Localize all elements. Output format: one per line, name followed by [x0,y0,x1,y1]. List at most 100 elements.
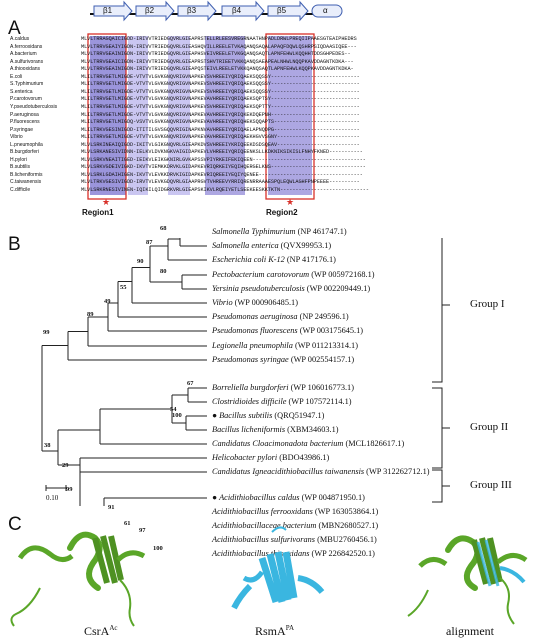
tree-taxon: Salmonella Typhimurium (NP 461747.1) [212,227,347,237]
species-name: S.enterica [10,88,33,95]
tree-taxon: Salmonella enterica (QVX99953.1) [212,241,331,251]
taxon-accession: (BDO43986.1) [277,453,330,462]
sequence-row: MLVLSRKLGDAIHIGEN-IKVTVLEVKKDRVKIGIDAPKE… [81,171,363,178]
taxon-species: Pectobacterium carotovorum [212,270,310,279]
region1-star: ★ [102,198,110,208]
group1-bracket [432,238,443,383]
species-name: B.burgdorferi [10,149,39,156]
bootstrap-value: 55 [120,284,127,291]
panel-b-letter: B [8,234,21,255]
taxon-accession: (QVX99953.1) [278,241,332,250]
tree-taxon: Helicobacter pylori (BDO43986.1) [212,453,329,463]
taxon-species: Acidithiobacillus ferrooxidans [212,507,313,516]
taxon-accession: (WP 107572114.1) [286,397,352,406]
region2-box [265,33,315,200]
taxon-accession: (MBN2680527.1) [316,521,379,530]
beta1-label: β1 [103,6,113,15]
panel-a: A ★ ★ β1 β2 β3 β4 β5 α A.ca [0,0,550,232]
alpha-label: α [323,6,328,15]
region2-star: ★ [286,198,294,208]
taxon-accession: (MBU2760456.1) [315,535,377,544]
species-name: A.ferrooxidans [10,43,43,50]
bootstrap-value: 100 [153,545,163,552]
bootstrap-value: 67 [187,380,194,387]
sequence-row: MLVLTRRAGQAICIGDD-IRIVVTRIEDGQVRLGIEAPRS… [81,36,357,42]
tree-taxon: Yersinia pseudotuberculosis (WP 00220944… [212,284,370,294]
tree-taxon: ● Bacillus subtilis (QRQ51947.1) [212,411,324,421]
sequence-row: MLILTRRVGETLMIGDE-VTVTVLGVKGNQVRIGVNAPKE… [81,88,360,95]
group2-bracket [432,387,443,469]
conserved-block-3 [168,36,190,195]
species-name: P.aeruginosa [10,111,39,118]
taxon-accession: (WP 163053864.1) [312,507,379,516]
species-name: C.taiwanensis [10,179,42,186]
species-name: A.bacterium [10,51,37,58]
alignment-figure: ★ ★ [87,13,316,208]
taxon-accession: (MCL1826617.1) [343,439,405,448]
bootstrap-value: 100 [172,412,182,419]
taxon-species: Pseudomonas syringae [212,355,289,364]
group2-label: Group II [470,421,509,433]
taxon-accession: (QRQ51947.1) [272,411,325,420]
taxon-species: Bacillus licheniformis [212,425,286,434]
rsma-structure [231,526,325,610]
tree-taxon: Legionella pneumophila (WP 011213314.1) [212,341,358,351]
conserved-block-2 [128,36,148,195]
bootstrap-value: 89 [87,311,94,318]
species-name: Y.pseudotuberculosis [10,103,58,110]
taxon-species: Salmonella enterica [212,241,279,250]
sequence-row: MLILTRRVGETLMIGDE-VTVTVLGVKGNQVRIGVNAPKE… [81,134,360,141]
sequence-row: MLVLTRRVGEAICIGDN-IRIVVTRIEDGQVRLGIEAPRS… [81,58,354,65]
taxon-accession: (XBM34603.1) [285,425,339,434]
taxon-species: Clostridioides difficile [212,397,287,406]
tree-taxon: Pectobacterium carotovorum (WP 005972168… [212,270,375,280]
bootstrap-value: 87 [146,239,153,246]
scale-label: 0.10 [46,494,59,502]
sequence-row: MLVLSRKANESIVIDNN-IELKVLDVKNGKVAIGIDAPKE… [81,149,363,156]
beta5-arrow [267,0,309,22]
beta3-arrow [177,0,217,22]
csra-structure [10,531,146,627]
species-name: P.carotovorum [10,96,42,103]
region1-label: Region1 [82,208,114,217]
bootstrap-value: 61 [124,520,131,527]
sequence-row: MLILTRRVGETLMIGDE-VTVTVLGVKGNQVRIGVNAPKE… [81,103,360,110]
tree-taxon: Candidatus Cloacimonadota bacterium (MCL… [212,439,404,449]
sequence-row: MLVLTRKVGESIVIGDD-IRVTVLEVKGDQVRLGIAAPRG… [81,179,360,186]
bootstrap-value: 80 [160,268,167,275]
tree-taxon: Pseudomonas fluorescens (WP 003175645.1) [212,326,363,336]
sequence-row: MLVLTRRVGEAINIGDN-IRIVVTRIEDGQVRLGIEAPQS… [81,66,354,73]
protein-structures [10,526,528,627]
sequence-row: MLILTRKVGESINIGDD-ITITILGVSGQQVRIGINAPKN… [81,126,360,133]
group1-label: Group I [470,298,505,310]
taxon-species: Vibrio [212,298,233,307]
bootstrap-value: 90 [137,258,144,265]
csra-sup: Ac [109,624,118,632]
conserved-block-4 [205,36,245,195]
tree-taxon: Acidithiobacillus thiooxidans (WP 226842… [212,549,375,559]
species-name: P.syringae [10,126,33,133]
panel-c: C CsrAA [0,508,550,641]
taxon-accession: (WP 011213314.1) [292,341,358,350]
taxon-species: Acidithiobacillus caldus [219,493,300,502]
conserved-block-1 [90,36,126,195]
beta4-label: β4 [232,6,242,15]
taxon-accession: (WP 002209449.1) [304,284,371,293]
tree-taxon: Acidithiobacillus ferrooxidans (WP 16305… [212,507,378,517]
phylogenetic-tree [41,238,450,506]
beta4-arrow [221,0,265,22]
taxon-accession: (WP 004871950.1) [299,493,365,502]
csra-label: CsrAAc [84,624,118,639]
tree-taxon: Acidithiobacillaceae bacterium (MBN26805… [212,521,378,531]
region2-label: Region2 [266,208,298,217]
panel-c-letter: C [8,514,22,535]
tree-taxon: ● Acidithiobacillus caldus (WP 004871950… [212,493,365,503]
tree-taxon: Borreliella burgdorferi (WP 106016773.1) [212,383,354,393]
alignment-label: alignment [446,624,494,638]
secondary-structure-labels: β1 β2 β3 β4 β5 α [0,0,550,30]
taxon-species: Pseudomonas fluorescens [212,326,298,335]
rsma-sup: PA [285,624,294,632]
species-name: A.sulfurivorans [10,58,44,65]
species-name: Vibrio [10,134,23,141]
bootstrap-value: 29 [62,462,69,469]
